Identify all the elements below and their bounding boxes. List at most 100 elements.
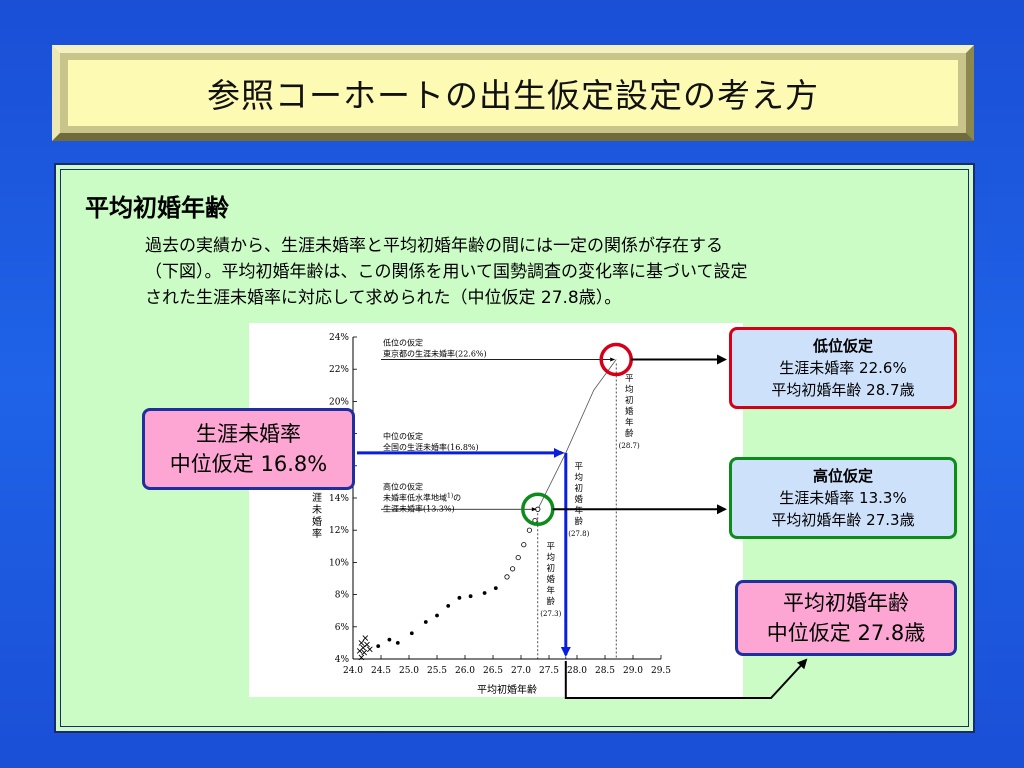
callout-line: 中位仮定 16.8% [169, 452, 328, 476]
annotation-sublabel: 東京都の生涯未婚率(22.6%) [383, 349, 487, 359]
data-point-dot [493, 586, 498, 591]
callout-heading: 低位仮定 [812, 337, 873, 355]
vertical-label-char: 年 [575, 505, 584, 516]
y-tick-label: 20% [329, 397, 349, 407]
x-tick-label: 27.5 [539, 666, 559, 676]
annotation-sublabel-tail: の [453, 493, 461, 502]
data-point-x [364, 641, 370, 648]
vertical-label-char: 婚 [547, 574, 556, 585]
callout-line: 生涯未婚率 [196, 422, 301, 446]
y-tick-label: 8% [335, 591, 350, 601]
data-point-x [361, 649, 368, 656]
callout-line: 平均初婚年齢 27.3歳 [771, 511, 915, 529]
description-line: された生涯未婚率に対応して求められた（中位仮定 27.8歳）。 [145, 288, 622, 308]
medium-unmarried-rate-callout: 生涯未婚率 中位仮定 16.8% [142, 408, 355, 490]
vertical-label-value: (28.7) [619, 442, 640, 450]
annotation-label: 中位の仮定 [383, 431, 423, 441]
data-point-x [358, 654, 365, 661]
vertical-label-char: 齢 [575, 516, 584, 527]
x-tick-label: 26.5 [483, 666, 503, 676]
vertical-label-char: 初 [547, 563, 556, 574]
data-point-dot [387, 637, 392, 642]
x-axis-label: 平均初婚年齢 [477, 683, 537, 696]
annotation-arrowhead [610, 357, 616, 362]
x-tick-label: 24.5 [371, 666, 391, 676]
description-line: （下図）。平均初婚年齢は、この関係を用いて国勢調査の変化率に基づいて設定 [145, 262, 748, 282]
vertical-label: 平均初婚年齢 [547, 542, 556, 607]
vertical-label-char: 初 [625, 395, 634, 406]
annotation-label: 高位の仮定 [383, 481, 423, 491]
y-tick-label: 12% [329, 526, 349, 536]
annotation-sublabel: 全国の生涯未婚率(16.8%) [383, 442, 479, 452]
vertical-label-char: 年 [625, 417, 634, 428]
y-tick-label: 14% [329, 494, 349, 504]
data-point-dot [482, 591, 487, 595]
section-heading: 平均初婚年齢 [85, 194, 229, 222]
data-point-circle [521, 542, 527, 548]
y-axis-label-char: 涯 [312, 491, 322, 504]
x-tick-label: 29.5 [651, 666, 671, 676]
callout-line: 生涯未婚率 22.6% [779, 359, 907, 377]
annotation-arrowhead [559, 450, 565, 455]
data-point-circle [504, 574, 510, 580]
vertical-label-char: 均 [575, 472, 584, 483]
callout-heading: 高位仮定 [812, 467, 873, 485]
data-point-x [358, 640, 365, 646]
vertical-label-char: 年 [547, 585, 556, 596]
data-point-dot [409, 631, 414, 636]
annotation-label: 低位の仮定 [383, 338, 423, 348]
annotation-sublabel: 未婚率低水準地域1)の [383, 492, 461, 502]
y-tick-label: 6% [335, 623, 350, 633]
vertical-label-char: 平 [575, 462, 584, 472]
y-axis-label-char: 婚 [312, 515, 322, 528]
medium-marriage-age-callout: 平均初婚年齢 中位仮定 27.8歳 [735, 580, 957, 656]
callout-line: 生涯未婚率 13.3% [779, 489, 907, 507]
x-tick-label: 28.5 [595, 666, 615, 676]
low-assumption-callout: 低位仮定 生涯未婚率 22.6% 平均初婚年齢 28.7歳 [729, 327, 957, 409]
data-point-dot [376, 644, 381, 649]
scatter-chart: 4%6%8%10%12%14%16%18%20%22%24%24.024.525… [312, 333, 671, 696]
vertical-label-char: 齢 [547, 596, 556, 607]
vertical-label-char: 平 [625, 374, 634, 384]
y-axis-label-char: 未 [312, 504, 322, 516]
callout-line: 平均初婚年齢 28.7歳 [771, 381, 915, 399]
data-point-dot [457, 595, 462, 600]
x-tick-label: 24.0 [343, 666, 363, 676]
data-point-dot [468, 594, 473, 599]
chart-area: 4%6%8%10%12%14%16%18%20%22%24%24.024.525… [249, 323, 743, 697]
y-tick-label: 10% [329, 558, 349, 568]
data-point-circle [515, 554, 521, 561]
vertical-label-char: 均 [625, 384, 634, 395]
data-point-dot [435, 613, 439, 618]
y-tick-label: 4% [335, 655, 350, 665]
panel-border [60, 169, 969, 727]
callout-line: 平均初婚年齢 [783, 591, 909, 615]
vertical-label: 平均初婚年齢 [575, 462, 584, 527]
vertical-label-value: (27.8) [568, 530, 589, 538]
x-tick-label: 25.0 [399, 666, 419, 676]
x-tick-label: 29.0 [623, 666, 643, 676]
page-title: 参照コーホートの出生仮定設定の考え方 [207, 76, 819, 115]
high-assumption-callout: 高位仮定 生涯未婚率 13.3% 平均初婚年齢 27.3歳 [729, 457, 957, 539]
data-point-dot [446, 603, 451, 608]
title-box: 参照コーホートの出生仮定設定の考え方 [68, 60, 958, 126]
y-tick-label: 24% [329, 333, 349, 343]
vertical-label: 平均初婚年齢 [625, 374, 634, 439]
data-point-dot [395, 641, 400, 645]
title-frame: 参照コーホートの出生仮定設定の考え方 [52, 45, 974, 141]
description-line: 過去の実績から、生涯未婚率と平均初婚年齢の間には一定の関係が存在する [145, 236, 723, 256]
callout-line: 中位仮定 27.8歳 [766, 621, 926, 645]
vertical-label-char: 婚 [575, 494, 584, 505]
vertical-label-char: 齢 [625, 428, 634, 439]
annotation-sublabel: 生涯未婚率(13.3%) [383, 503, 455, 513]
data-point-circle [526, 527, 532, 533]
data-point-circle [532, 517, 538, 524]
data-point-circle [509, 566, 516, 572]
x-tick-label: 27.0 [511, 666, 531, 676]
x-tick-label: 28.0 [567, 666, 587, 676]
vertical-label-value: (27.3) [540, 610, 561, 618]
data-point-dot [423, 620, 428, 624]
data-point-x [366, 646, 373, 653]
description: 過去の実績から、生涯未婚率と平均初婚年齢の間には一定の関係が存在する （下図）。… [145, 233, 925, 311]
annotation-superscript: 1) [447, 492, 453, 499]
